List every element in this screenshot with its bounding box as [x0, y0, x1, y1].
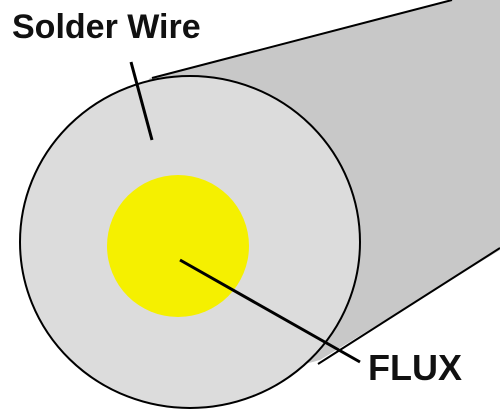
wire-top-edge — [151, 0, 453, 79]
flux-label: FLUX — [368, 347, 462, 388]
flux-core — [107, 175, 249, 317]
solder-wire-label: Solder Wire — [12, 8, 201, 46]
solder-wire-leader-line — [129, 61, 154, 141]
wire-bottom-edge — [317, 247, 500, 365]
flux-leader-line — [179, 258, 361, 364]
